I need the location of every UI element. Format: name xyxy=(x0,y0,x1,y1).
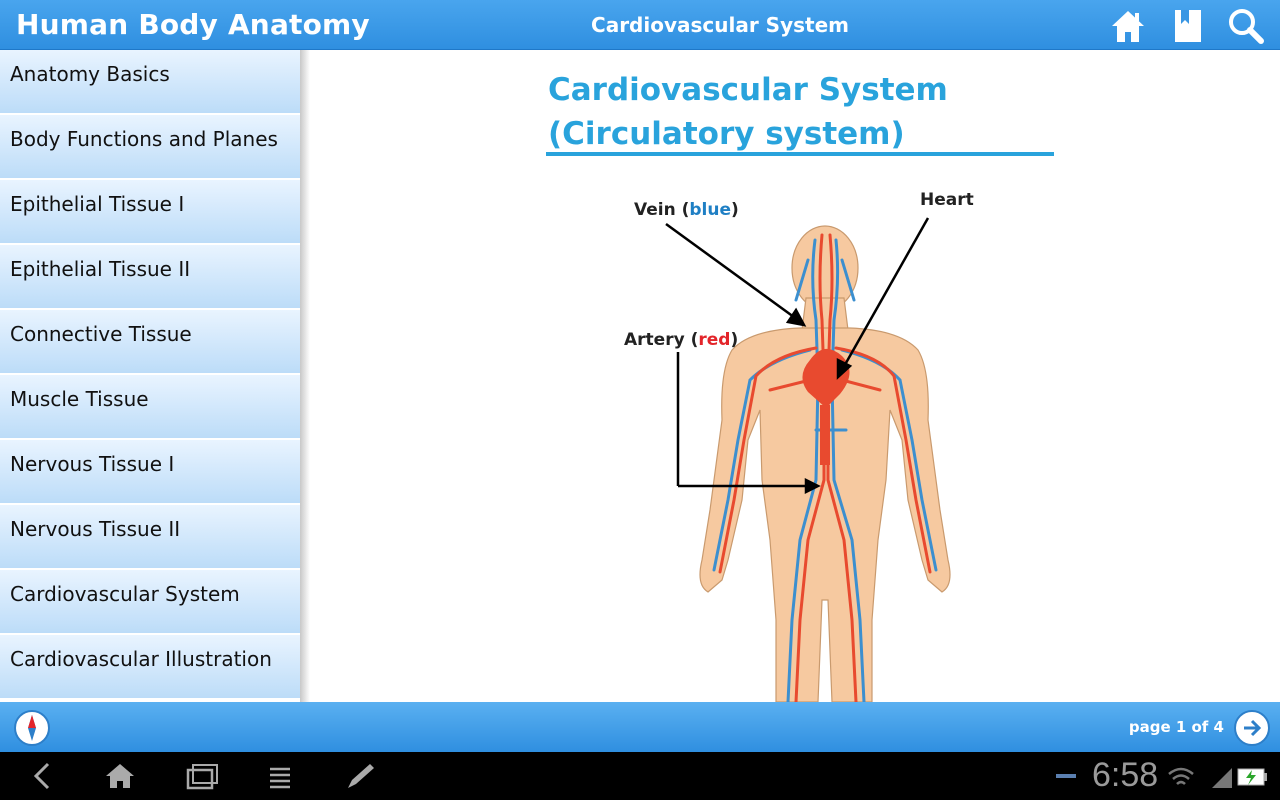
sidebar-item-nervous-2[interactable]: Nervous Tissue II xyxy=(0,505,300,570)
circulatory-system-illustration: Vein (blue) Heart Artery (red) xyxy=(610,180,990,702)
aorta xyxy=(820,405,830,465)
clock: 6:58 xyxy=(1092,756,1159,794)
bottom-app-bar: page 1 of 4 xyxy=(0,702,1280,752)
signal-icon xyxy=(1206,760,1236,792)
artery-label: Artery (red) xyxy=(624,330,739,350)
bookmark-icon[interactable] xyxy=(1168,6,1208,46)
menu-icon[interactable] xyxy=(258,760,302,792)
sidebar-item-connective[interactable]: Connective Tissue xyxy=(0,310,300,375)
chapter-list: Anatomy Basics Body Functions and Planes… xyxy=(0,50,300,702)
system-nav-bar: 6:58 xyxy=(0,752,1280,800)
top-app-bar: Human Body Anatomy Cardiovascular System xyxy=(0,0,1280,50)
home-icon[interactable] xyxy=(1108,6,1148,46)
sidebar-item-label: Cardiovascular System xyxy=(10,582,240,606)
arrow-right-icon xyxy=(1244,719,1262,737)
compass-icon[interactable] xyxy=(14,710,50,746)
sidebar-item-anatomy-basics[interactable]: Anatomy Basics xyxy=(0,50,300,115)
minus-icon xyxy=(1052,760,1082,792)
body-silhouette xyxy=(699,225,951,702)
sidebar-item-cardiovascular[interactable]: Cardiovascular System xyxy=(0,570,300,635)
search-icon[interactable] xyxy=(1226,6,1266,46)
app-title: Human Body Anatomy xyxy=(16,8,370,41)
body-diagram xyxy=(665,217,951,702)
content-title: Cardiovascular System (Circulatory syste… xyxy=(548,68,1056,156)
content-title-line-2: (Circulatory system) xyxy=(548,116,905,152)
pen-icon[interactable] xyxy=(338,760,382,792)
sidebar-item-label: Cardiovascular Illustration xyxy=(10,647,272,671)
battery-icon xyxy=(1234,760,1270,792)
home-nav-icon[interactable] xyxy=(98,760,142,792)
heart-label: Heart xyxy=(920,190,974,210)
sidebar-item-cardiovascular-illustration[interactable]: Cardiovascular Illustration xyxy=(0,635,300,700)
page-heading: Cardiovascular System xyxy=(591,13,849,37)
title-divider xyxy=(546,152,1054,156)
sidebar-item-label: Epithelial Tissue I xyxy=(10,192,185,216)
sidebar-item-label: Epithelial Tissue II xyxy=(10,257,191,281)
sidebar-item-epithelial-1[interactable]: Epithelial Tissue I xyxy=(0,180,300,245)
wifi-icon xyxy=(1164,760,1198,792)
sidebar-item-label: Nervous Tissue II xyxy=(10,517,181,541)
next-page-button[interactable] xyxy=(1234,710,1270,746)
content-page[interactable]: Cardiovascular System (Circulatory syste… xyxy=(310,50,1280,702)
sidebar-item-body-functions[interactable]: Body Functions and Planes xyxy=(0,115,300,180)
sidebar-shadow xyxy=(300,50,310,702)
label-pointers xyxy=(665,217,930,495)
sidebar-item-label: Connective Tissue xyxy=(10,322,192,346)
back-icon[interactable] xyxy=(20,760,64,792)
sidebar-item-muscle[interactable]: Muscle Tissue xyxy=(0,375,300,440)
sidebar-item-label: Muscle Tissue xyxy=(10,387,149,411)
content-title-line-1: Cardiovascular System xyxy=(548,72,948,108)
vein-label: Vein (blue) xyxy=(634,200,739,220)
sidebar-item-epithelial-2[interactable]: Epithelial Tissue II xyxy=(0,245,300,310)
sidebar-item-label: Body Functions and Planes xyxy=(10,127,278,151)
recent-apps-icon[interactable] xyxy=(180,760,224,792)
sidebar-item-label: Anatomy Basics xyxy=(10,62,170,86)
sidebar-item-nervous-1[interactable]: Nervous Tissue I xyxy=(0,440,300,505)
page-indicator: page 1 of 4 xyxy=(1128,718,1224,736)
sidebar-item-label: Nervous Tissue I xyxy=(10,452,175,476)
arteries xyxy=(718,233,932,702)
